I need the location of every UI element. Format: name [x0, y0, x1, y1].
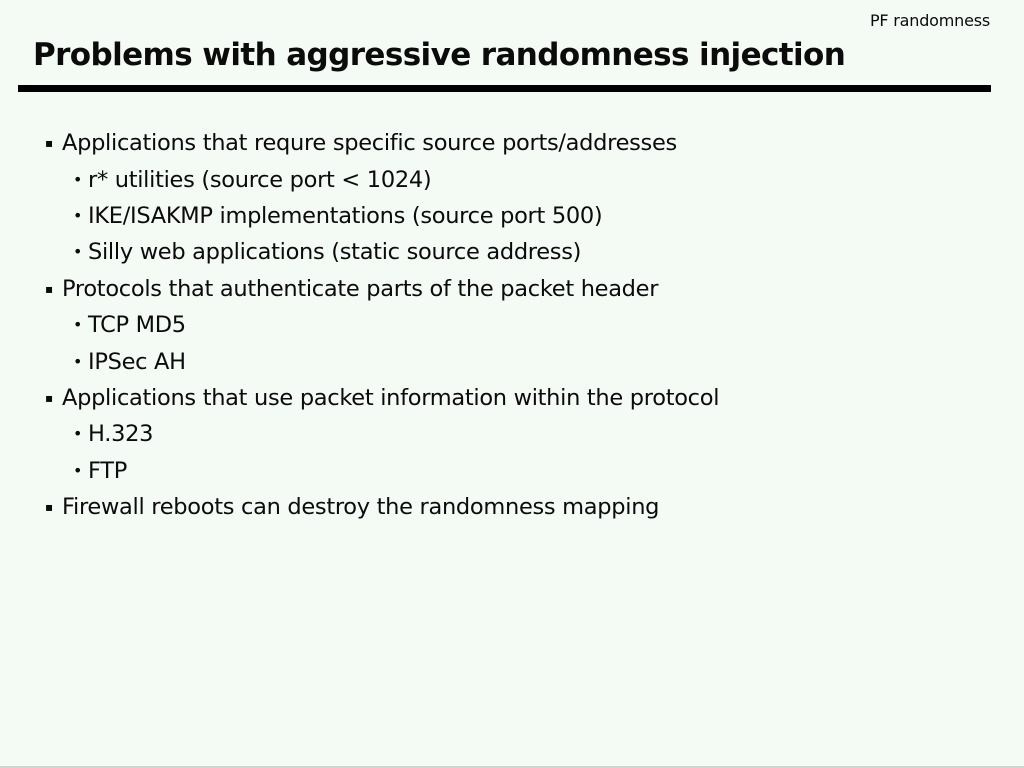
dot-bullet-icon: •	[73, 169, 83, 189]
dot-bullet-icon: •	[73, 205, 83, 225]
square-bullet-icon: ▪	[45, 390, 53, 405]
sub-bullet-item: • IPSec AH	[0, 343, 1024, 379]
sub-bullet-item: • Silly web applications (static source …	[0, 234, 1024, 270]
dot-bullet-icon: •	[73, 242, 83, 262]
sub-bullet-text: r* utilities (source port < 1024)	[88, 166, 432, 193]
dot-bullet-icon: •	[73, 351, 83, 371]
sub-bullet-item: • IKE/ISAKMP implementations (source por…	[0, 198, 1024, 234]
bullet-text: Applications that use packet information…	[62, 384, 720, 411]
bullet-text: Firewall reboots can destroy the randomn…	[62, 494, 660, 521]
bullet-item: ▪ Protocols that authenticate parts of t…	[0, 271, 1024, 307]
dot-bullet-icon: •	[73, 460, 83, 480]
sub-bullet-item: • H.323	[0, 416, 1024, 452]
dot-bullet-icon: •	[73, 315, 83, 335]
dot-bullet-icon: •	[73, 424, 83, 444]
sub-bullet-text: FTP	[88, 457, 127, 484]
sub-bullet-text: TCP MD5	[88, 312, 186, 339]
bullet-text: Protocols that authenticate parts of the…	[62, 275, 659, 302]
slide-bottom-edge	[0, 766, 1024, 768]
sub-bullet-text: IKE/ISAKMP implementations (source port …	[88, 202, 603, 229]
square-bullet-icon: ▪	[45, 136, 53, 151]
sub-bullet-text: H.323	[88, 421, 154, 448]
bullet-text: Applications that requre specific source…	[62, 130, 677, 157]
sub-bullet-text: IPSec AH	[88, 348, 186, 375]
bullet-list: ▪ Applications that requre specific sour…	[0, 125, 1024, 525]
bullet-item: ▪ Applications that requre specific sour…	[0, 125, 1024, 161]
bullet-item: ▪ Applications that use packet informati…	[0, 380, 1024, 416]
square-bullet-icon: ▪	[45, 500, 53, 515]
bullet-item: ▪ Firewall reboots can destroy the rando…	[0, 489, 1024, 525]
sub-bullet-item: • r* utilities (source port < 1024)	[0, 161, 1024, 197]
sub-bullet-text: Silly web applications (static source ad…	[88, 239, 582, 266]
square-bullet-icon: ▪	[45, 281, 53, 296]
slide-title: Problems with aggressive randomness inje…	[33, 37, 846, 73]
slide-corner-tag: PF randomness	[869, 11, 990, 30]
sub-bullet-item: • TCP MD5	[0, 307, 1024, 343]
sub-bullet-item: • FTP	[0, 453, 1024, 489]
title-underline-rule	[18, 85, 991, 92]
